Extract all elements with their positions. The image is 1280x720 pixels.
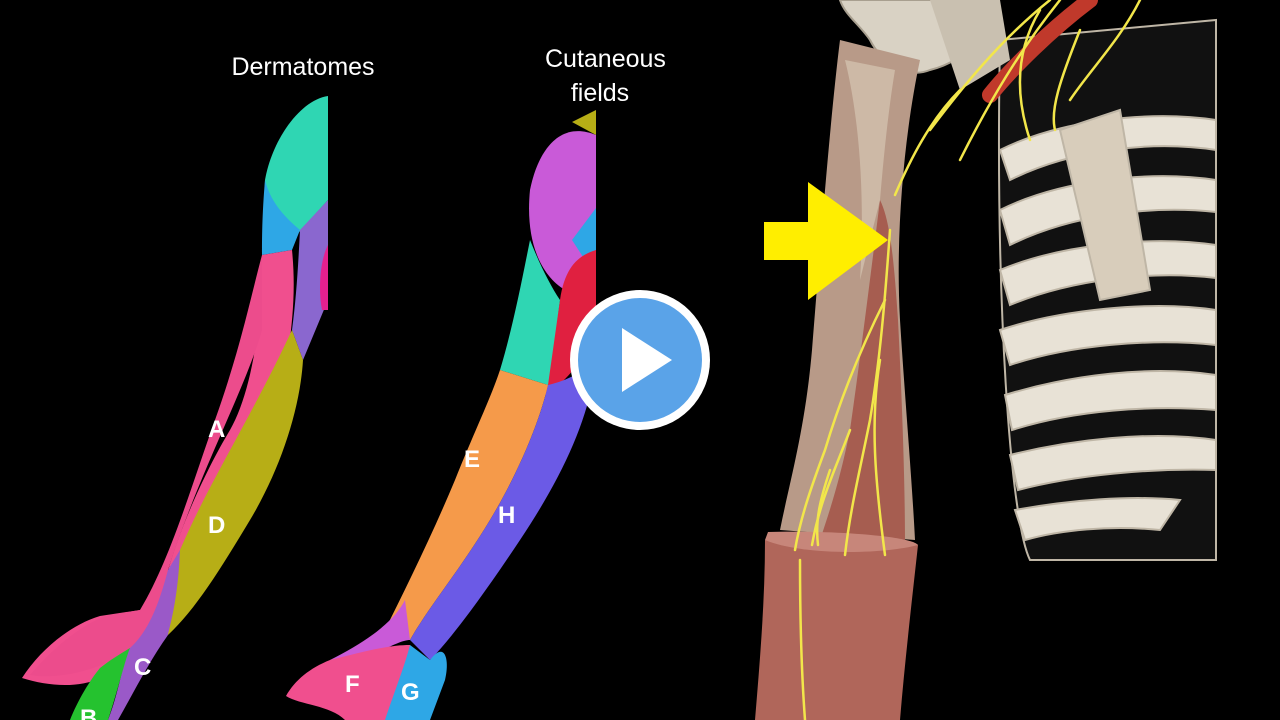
cutaneous-fields-title: Cutaneous fields xyxy=(545,45,666,107)
dermatome-label-d: D xyxy=(208,512,225,539)
arm-anatomy-illustration xyxy=(755,0,1217,720)
rib-cage xyxy=(998,18,1217,562)
dermatome-arm: A B C D xyxy=(22,96,328,720)
dermatomes-title: Dermatomes xyxy=(231,53,375,81)
dermatome-label-b: B xyxy=(80,705,97,720)
nerves xyxy=(793,0,1142,720)
cutaneous-label-g: G xyxy=(401,679,420,706)
play-button[interactable] xyxy=(568,288,712,432)
play-icon xyxy=(570,290,710,430)
cutaneous-label-e: E xyxy=(464,446,480,473)
cutaneous-label-f: F xyxy=(345,671,360,698)
dermatome-label-a: A xyxy=(208,416,225,443)
cutaneous-arm: E F G H xyxy=(286,110,596,720)
cutaneous-label-h: H xyxy=(498,502,515,529)
pointer-arrow-icon xyxy=(764,182,888,300)
dermatome-label-c: C xyxy=(134,654,151,681)
